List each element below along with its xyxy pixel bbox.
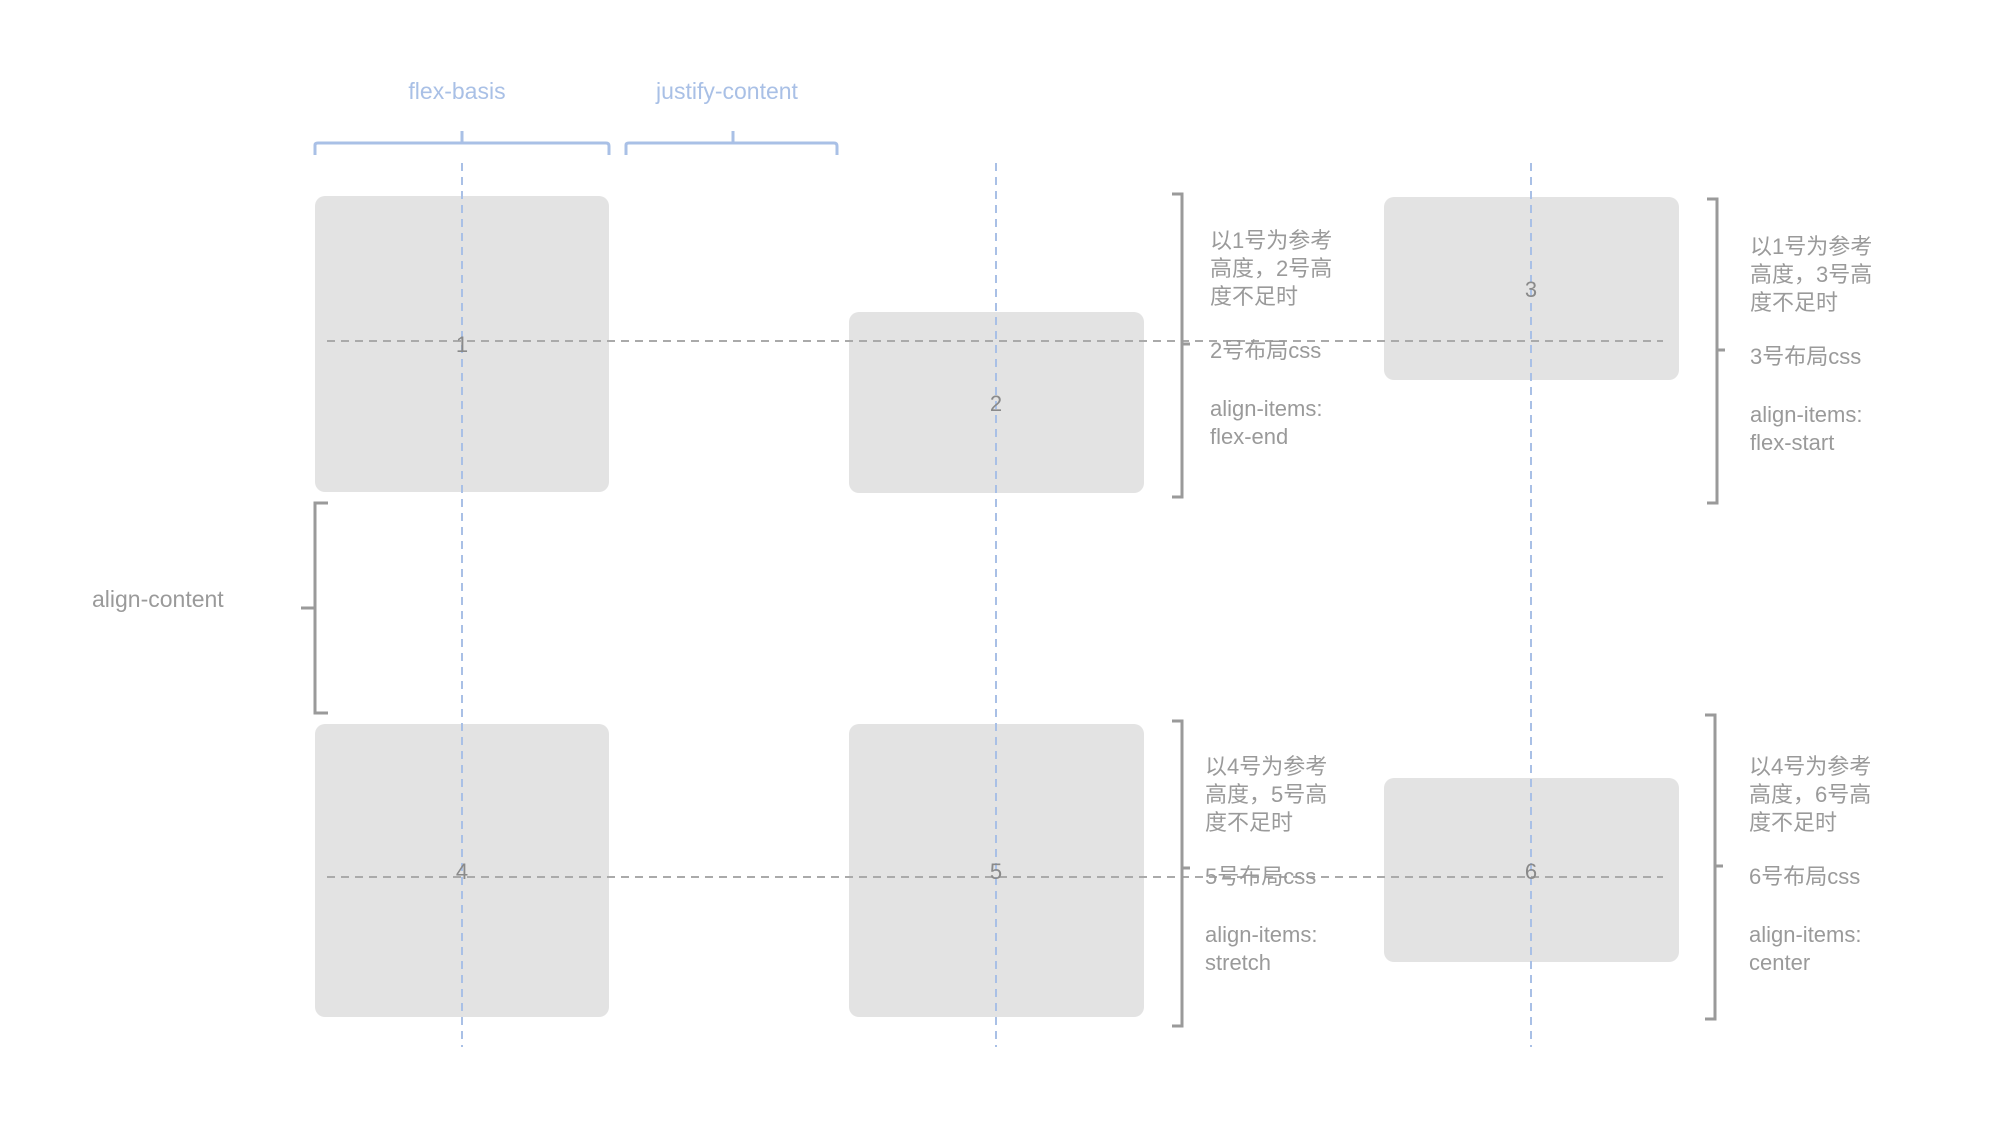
bracket-item6 bbox=[1705, 713, 1723, 1021]
note-line: align-items: bbox=[1205, 922, 1318, 947]
note-line: 以1号为参考 bbox=[1750, 234, 1873, 259]
note-line: 度不足时 bbox=[1205, 810, 1294, 835]
note-line: 度不足时 bbox=[1210, 284, 1299, 309]
note-line: 高度，2号高 bbox=[1210, 256, 1333, 281]
item-number-3: 3 bbox=[1524, 277, 1538, 302]
css-title: 3号布局css bbox=[1750, 344, 1862, 369]
note-item3: 以1号为参考高度，3号高度不足时 3号布局css align-items: fle… bbox=[1750, 233, 1872, 457]
flex-basis-label: flex-basis bbox=[408, 78, 506, 104]
justify-content-label: justify-content bbox=[656, 78, 798, 104]
note-item5: 以4号为参考高度，5号高度不足时 5号布局css align-items: str… bbox=[1205, 753, 1327, 977]
note-line: 高度，3号高 bbox=[1750, 262, 1873, 287]
bracket-item3 bbox=[1707, 197, 1725, 505]
note-item6: 以4号为参考高度，6号高度不足时 6号布局css align-items: cen… bbox=[1749, 753, 1871, 977]
note-line: 以4号为参考 bbox=[1205, 754, 1328, 779]
note-line: stretch bbox=[1205, 950, 1272, 975]
note-line: 高度，6号高 bbox=[1749, 782, 1872, 807]
top-braces bbox=[313, 131, 839, 155]
justify-content-brace bbox=[624, 131, 839, 155]
note-line: flex-start bbox=[1750, 430, 1835, 455]
item-number-1: 1 bbox=[455, 332, 469, 357]
note-line: align-items: bbox=[1749, 922, 1862, 947]
item-number-2: 2 bbox=[989, 391, 1003, 416]
css-title: 5号布局css bbox=[1205, 864, 1317, 889]
note-line: center bbox=[1749, 950, 1811, 975]
note-line: 高度，5号高 bbox=[1205, 782, 1328, 807]
bracket-item2 bbox=[1172, 192, 1190, 499]
css-title: 6号布局css bbox=[1749, 864, 1861, 889]
item-number-6: 6 bbox=[1524, 859, 1538, 884]
note-line: align-items: bbox=[1750, 402, 1863, 427]
note-line: 度不足时 bbox=[1749, 810, 1838, 835]
flex-basis-brace bbox=[313, 131, 611, 155]
note-line: flex-end bbox=[1210, 424, 1289, 449]
item-number-4: 4 bbox=[455, 859, 469, 884]
note-line: align-items: bbox=[1210, 396, 1323, 421]
item-number-5: 5 bbox=[989, 859, 1003, 884]
note-line: 度不足时 bbox=[1750, 290, 1839, 315]
bracket-item5 bbox=[1172, 719, 1190, 1028]
note-line: 以4号为参考 bbox=[1749, 754, 1872, 779]
css-title: 2号布局css bbox=[1210, 338, 1322, 363]
note-item2: 以1号为参考高度，2号高度不足时 2号布局css align-items: fle… bbox=[1210, 227, 1332, 451]
note-line: 以1号为参考 bbox=[1210, 228, 1333, 253]
align-content-bracket bbox=[301, 501, 328, 715]
align-content-label: align-content bbox=[92, 586, 224, 612]
